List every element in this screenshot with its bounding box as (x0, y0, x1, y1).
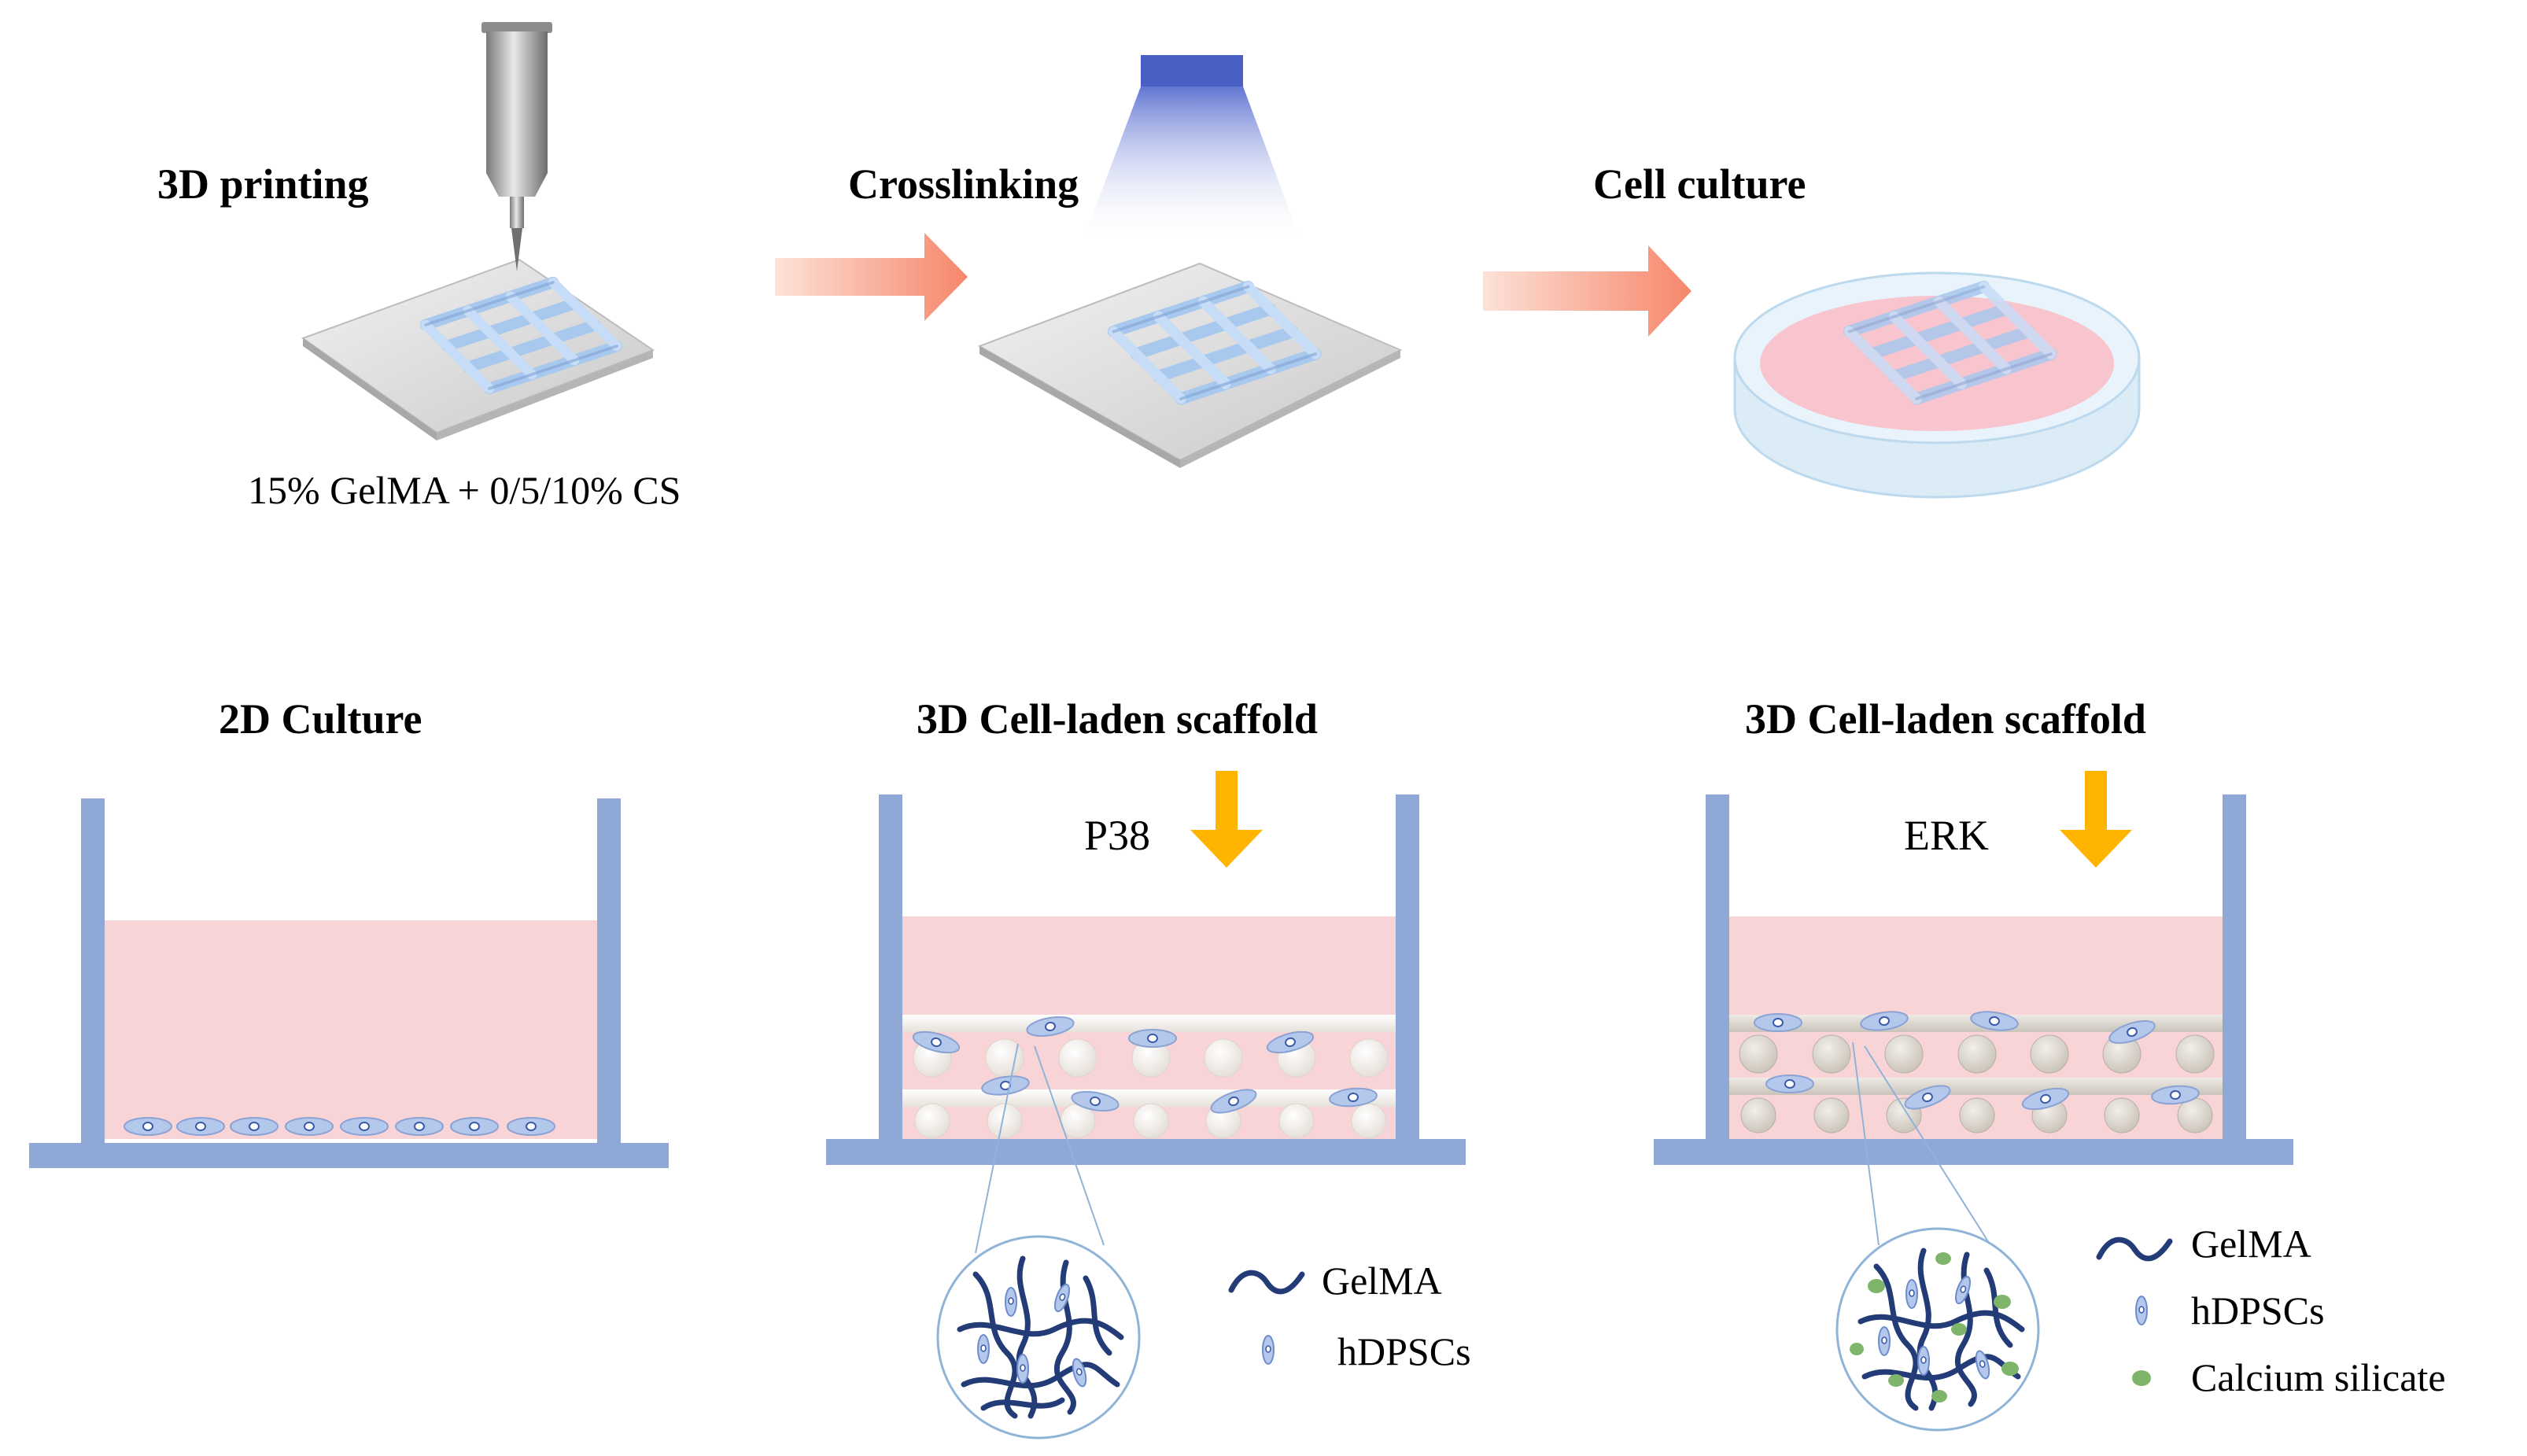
legend-left: GelMA hDPSCs (1228, 1259, 1471, 1373)
cell-legend-icon (1262, 1335, 1275, 1365)
legend-cs-label: Calcium silicate (2191, 1355, 2446, 1399)
panel-scaffold-cs: 3D Cell-laden scaffold (1654, 695, 2446, 1432)
signal-label-p38: P38 (1084, 812, 1150, 859)
cell-legend-icon-2 (2135, 1296, 2148, 1325)
step-3d-printing: 3D printing 15% GelMA + 0/5/10% CS (157, 22, 681, 512)
legend-right: GelMA hDPSCs Calcium silicate (2096, 1222, 2446, 1399)
up-arrow-icon-2 (2060, 771, 2132, 868)
printing-material-label: 15% GelMA + 0/5/10% CS (248, 468, 681, 512)
panel-2d-culture: 2D Culture (29, 695, 669, 1168)
signal-label-erk: ERK (1904, 812, 1989, 859)
gelma-legend-icon-2 (2096, 1237, 2173, 1262)
legend-gelma-label-left: GelMA (1322, 1259, 1442, 1303)
nozzle-icon (481, 22, 552, 271)
uv-light-icon (1082, 55, 1302, 244)
process-arrow-icon-2 (1483, 245, 1691, 337)
zoom-inset-gelma (936, 1235, 1141, 1439)
panel-scaffold-gelma: 3D Cell-laden scaffold (826, 695, 1471, 1439)
step-crosslinking: Crosslinking (848, 55, 1403, 468)
step-cell-culture: Cell culture (1593, 160, 2141, 499)
panel-title-scaffold-2: 3D Cell-laden scaffold (1745, 695, 2146, 743)
scaffold-layers (902, 1015, 1396, 1139)
step-title-culture: Cell culture (1593, 160, 1806, 208)
gelma-legend-icon (1228, 1270, 1305, 1295)
legend-gelma-label-right: GelMA (2191, 1222, 2311, 1266)
panel-title-2d: 2D Culture (219, 695, 422, 743)
step-title-printing: 3D printing (157, 160, 369, 208)
medium (105, 920, 597, 1139)
calcium-silicate-legend-icon (2132, 1370, 2151, 1386)
panel-title-scaffold-1: 3D Cell-laden scaffold (917, 695, 1318, 743)
well-wall-left (81, 798, 105, 1143)
legend-cells-label-right: hDPSCs (2191, 1288, 2325, 1333)
step-title-crosslinking: Crosslinking (848, 160, 1079, 208)
process-arrow-icon (775, 233, 968, 321)
well-floor (29, 1143, 669, 1168)
legend-cells-label-left: hDPSCs (1337, 1329, 1471, 1373)
up-arrow-icon (1190, 771, 1263, 868)
zoom-inset-cs (1835, 1227, 2040, 1432)
well-wall-right (597, 798, 621, 1143)
